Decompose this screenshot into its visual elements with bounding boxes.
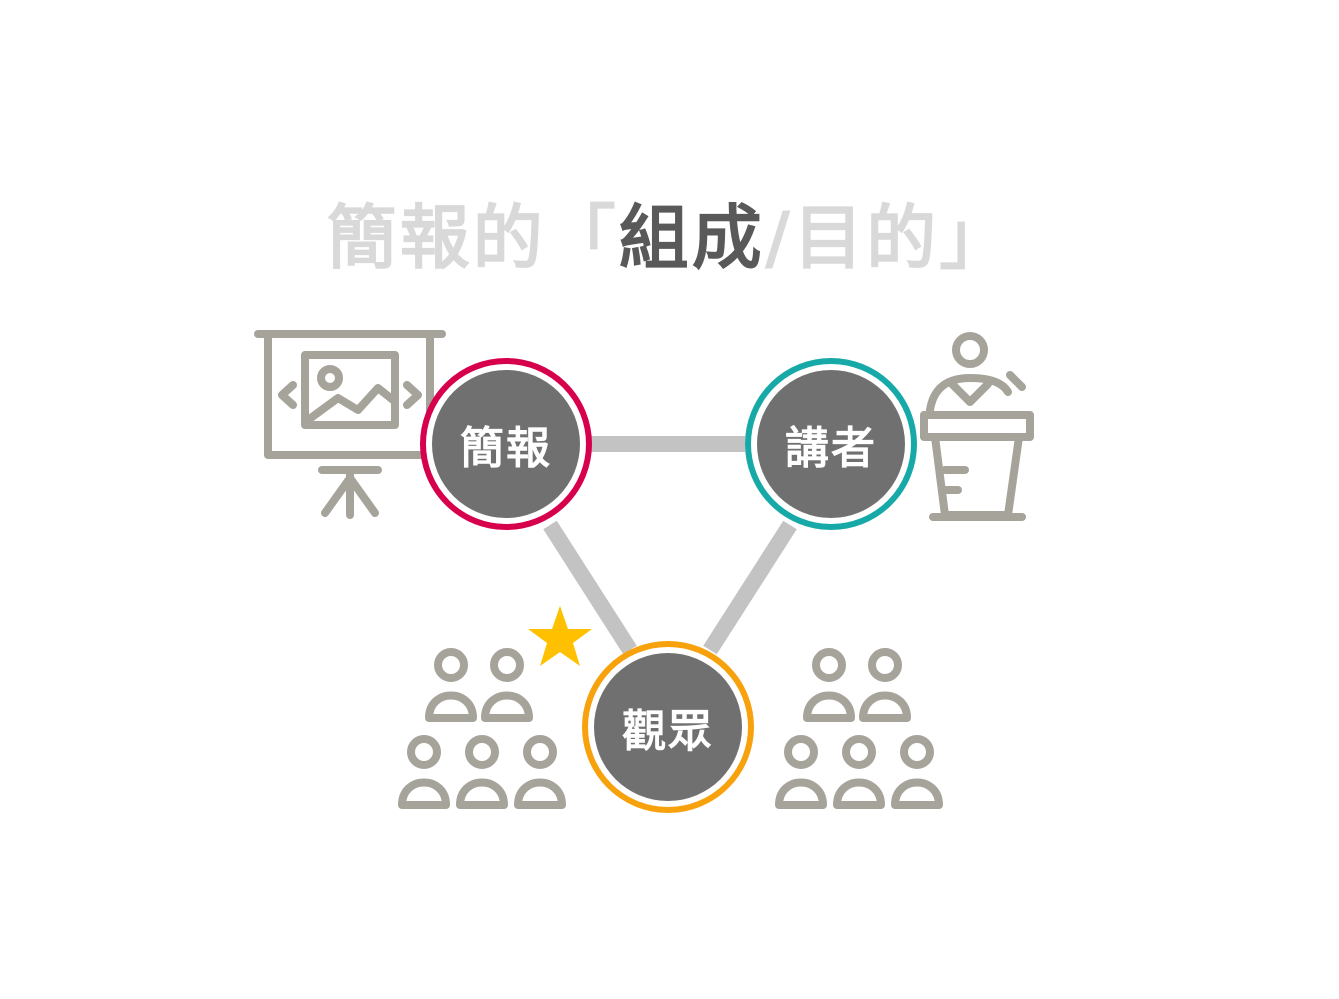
node-presentation-label: 簡報 <box>460 423 552 474</box>
node-speaker-fill: 講者 <box>757 370 905 518</box>
star-icon <box>528 606 592 666</box>
audience-group-icon <box>775 648 943 809</box>
edge-speaker-audience <box>703 520 797 655</box>
slide-title: 簡報的「組成/目的」 <box>0 196 1339 280</box>
node-speaker: 講者 <box>745 358 917 530</box>
node-audience: 觀眾 <box>582 641 754 813</box>
speaker-podium-icon <box>920 332 1034 521</box>
node-presentation: 簡報 <box>420 358 592 530</box>
audience-group-icon <box>398 648 566 809</box>
node-audience-label: 觀眾 <box>622 706 714 757</box>
edge-presentation-audience <box>543 520 637 655</box>
node-presentation-fill: 簡報 <box>432 370 580 518</box>
node-speaker-label: 講者 <box>785 423 877 474</box>
projector-screen-icon <box>254 330 446 519</box>
title-highlight: 組成 <box>618 197 765 279</box>
edges <box>543 436 797 655</box>
title-prefix: 簡報的「 <box>326 197 619 279</box>
node-audience-fill: 觀眾 <box>594 653 742 801</box>
title-suffix: /目的」 <box>764 197 1013 279</box>
